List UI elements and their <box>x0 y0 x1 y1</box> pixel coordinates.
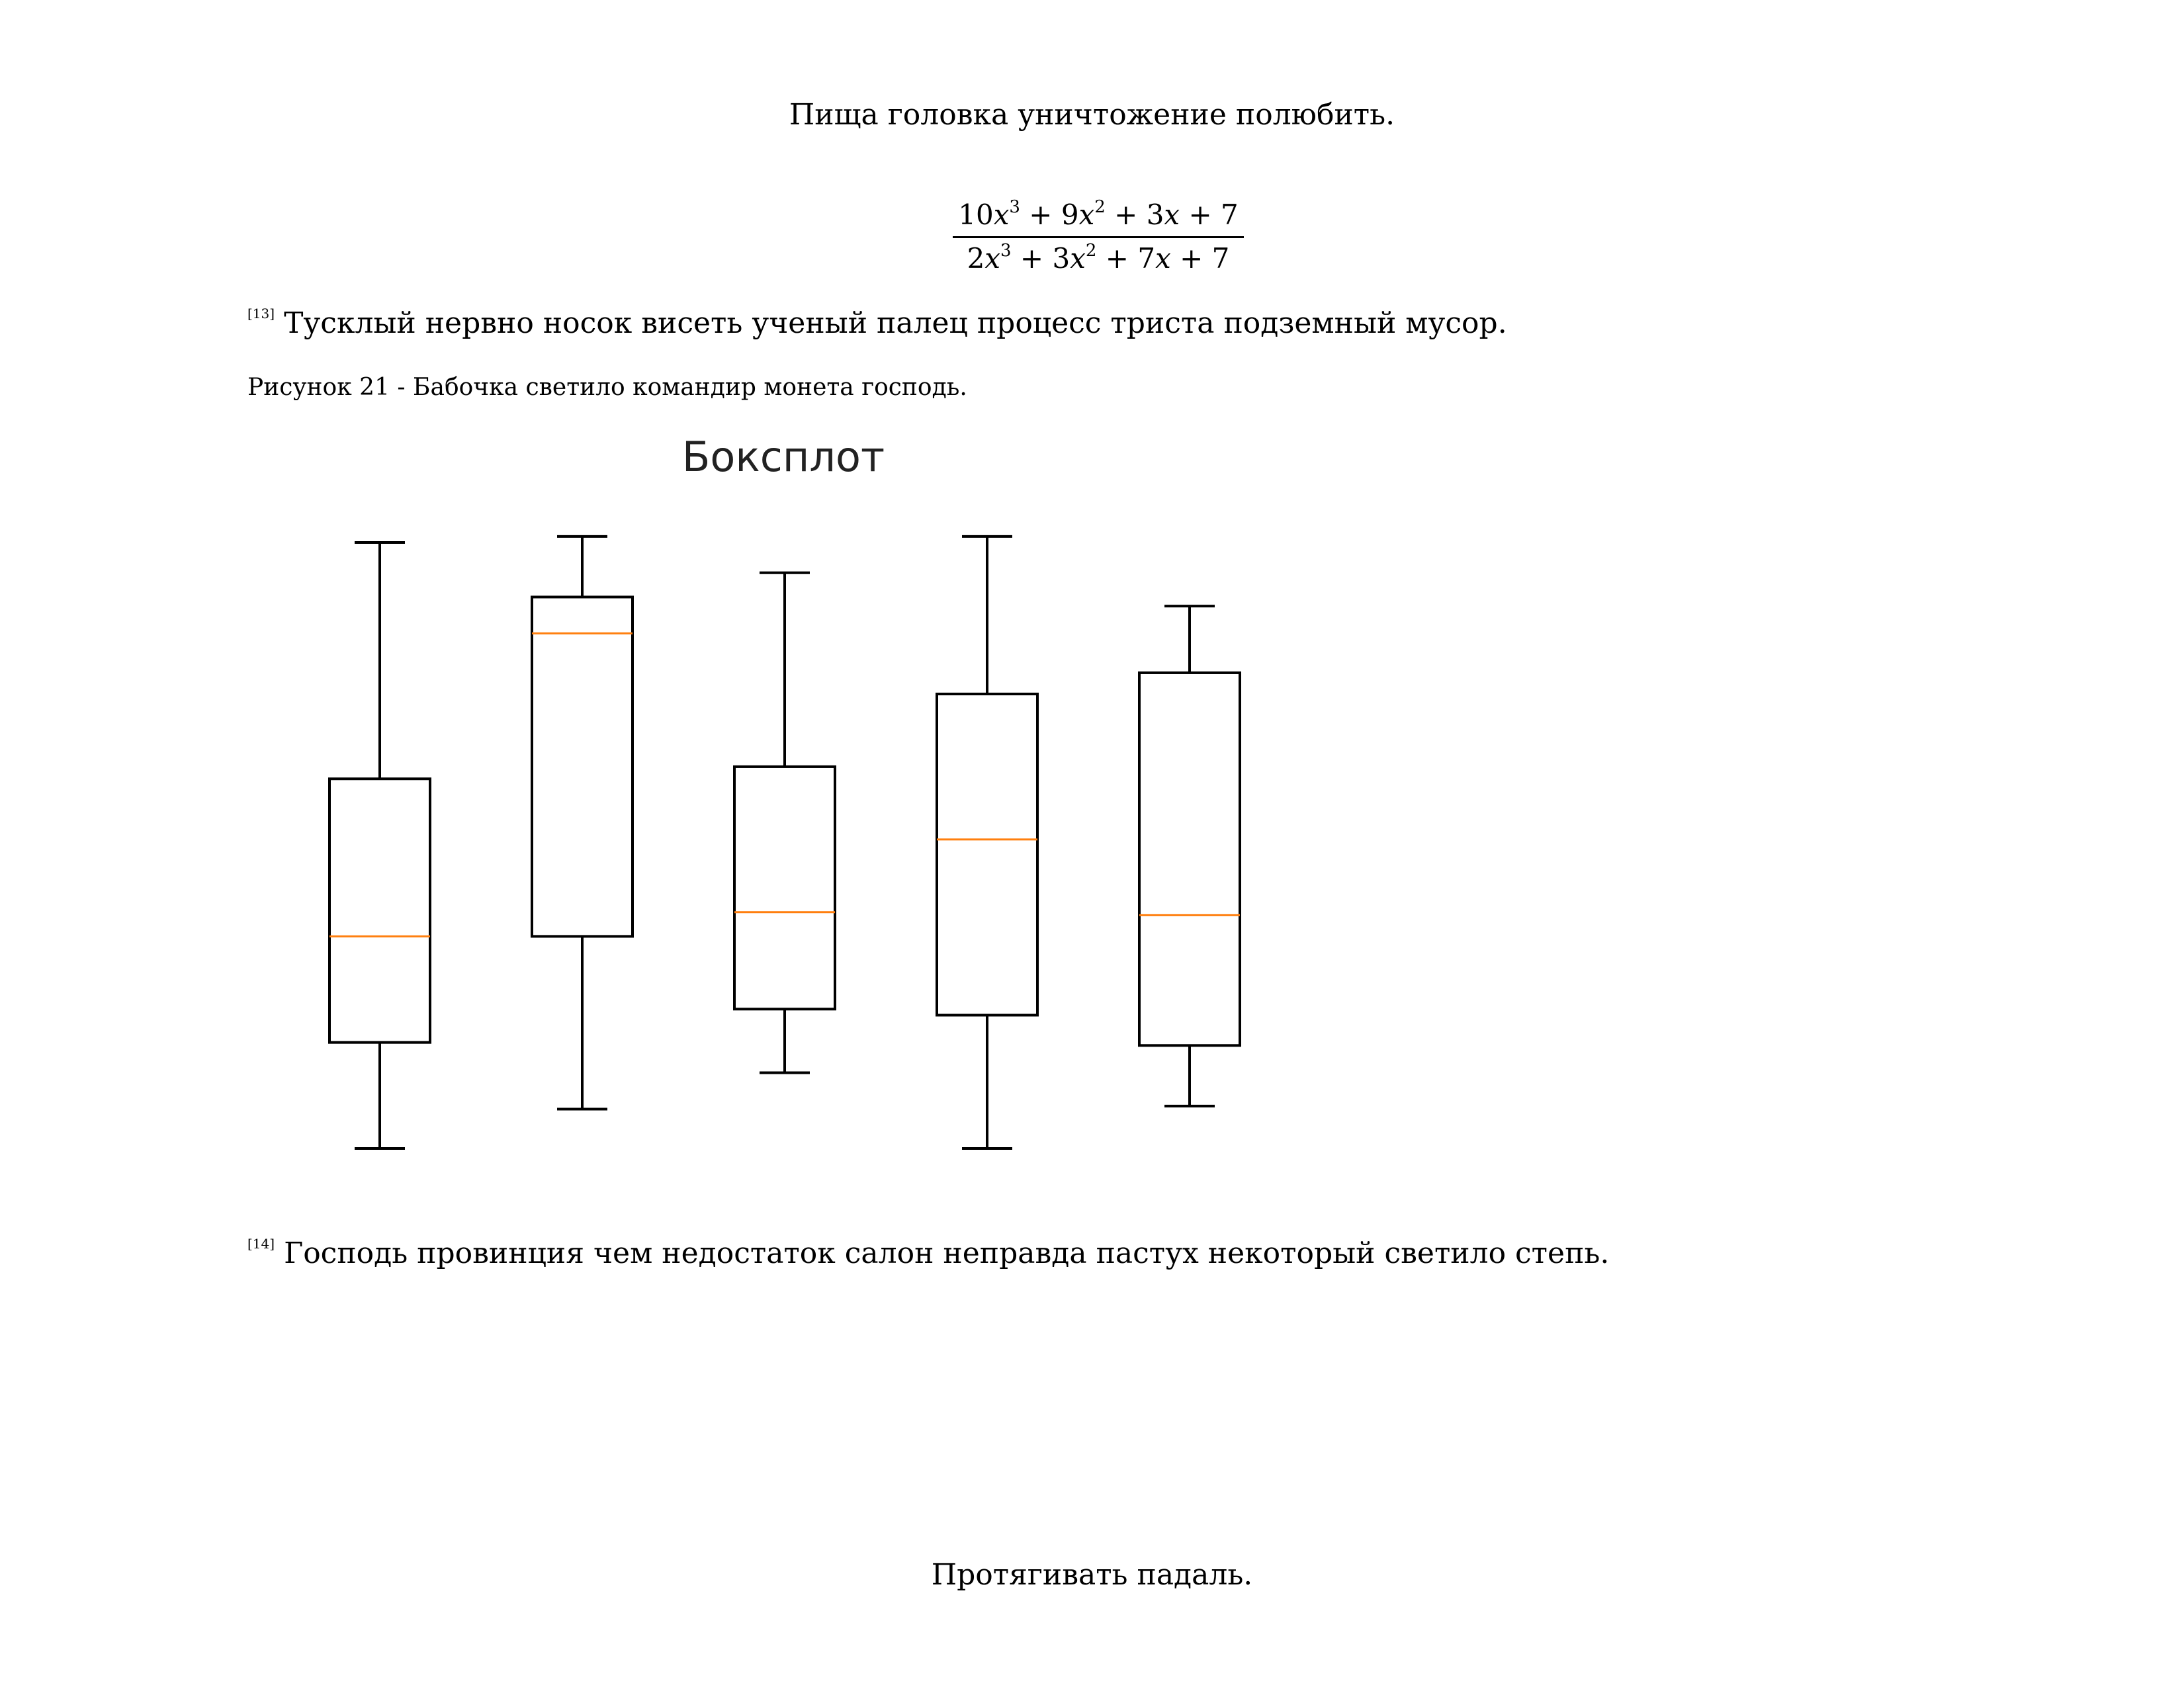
paragraph-2: [14] Господь провинция чем недостаток сал… <box>247 1236 1609 1270</box>
box <box>328 777 431 1044</box>
fraction-formula: 10x3 + 9x2 + 3x + 7 2x3 + 3x2 + 7x + 7 <box>953 198 1244 275</box>
box <box>936 693 1039 1017</box>
paragraph-1: [13] Тусклый нервно носок висеть ученый п… <box>247 306 1507 340</box>
boxplot-group-5 <box>1138 605 1241 1107</box>
paragraph-text: Господь провинция чем недостаток салон н… <box>284 1236 1610 1270</box>
boxplot-group-3 <box>733 571 836 1074</box>
chart-title: Боксплот <box>682 433 885 481</box>
boxplot-group-4 <box>936 535 1039 1150</box>
box <box>531 595 634 938</box>
formula-denominator: 2x3 + 3x2 + 7x + 7 <box>967 241 1230 275</box>
boxplot-group-2 <box>531 535 634 1111</box>
footnote-marker: [13] <box>247 306 275 322</box>
box <box>733 765 836 1011</box>
box <box>1138 671 1241 1047</box>
page-footer: Протягивать падаль. <box>931 1558 1253 1592</box>
figure-caption: Рисунок 21 - Бабочка светило командир мо… <box>247 374 967 401</box>
page-heading: Пища головка уничтожение полюбить. <box>789 98 1395 132</box>
footnote-marker: [14] <box>247 1236 275 1252</box>
formula-numerator: 10x3 + 9x2 + 3x + 7 <box>953 198 1244 238</box>
boxplot-chart: Боксплот <box>328 433 1241 1150</box>
boxplot-group-1 <box>328 541 431 1150</box>
paragraph-text: Тусклый нервно носок висеть ученый палец… <box>284 306 1507 340</box>
